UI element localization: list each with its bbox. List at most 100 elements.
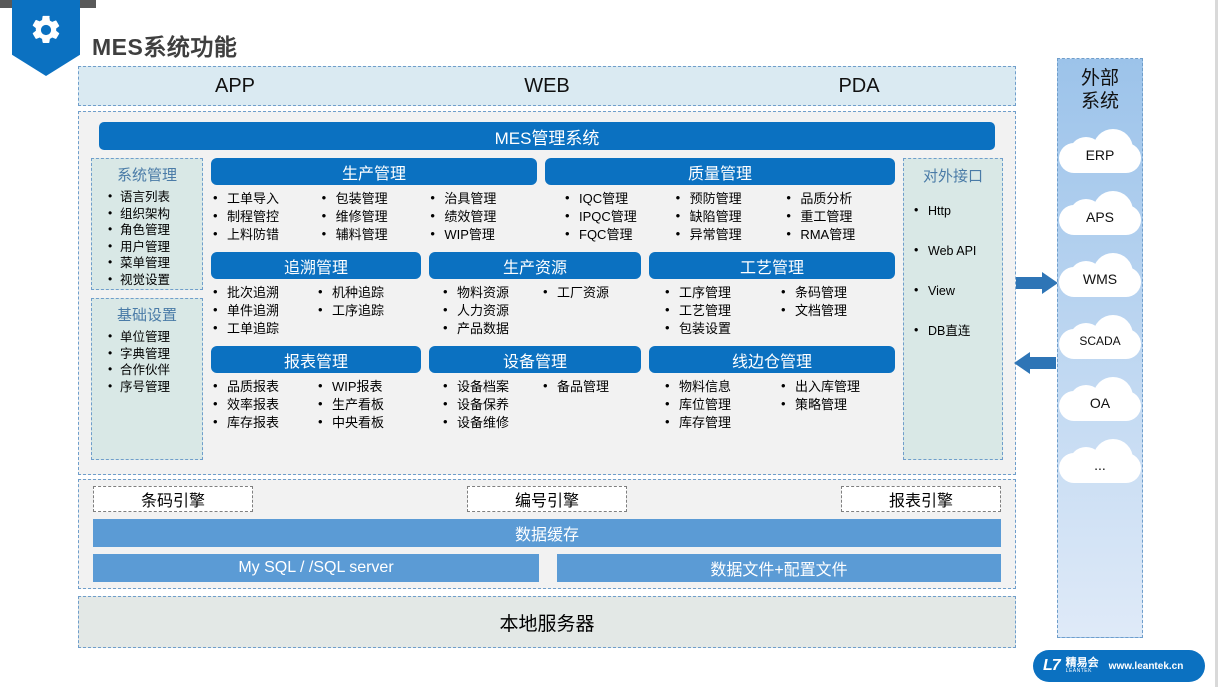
list-item: 序号管理 — [108, 378, 200, 396]
engine-database-panel: 条码引擎 编号引擎 报表引擎 数据缓存 My SQL / /SQL server… — [78, 479, 1016, 589]
module-column: 品质报表 效率报表 库存报表 — [211, 377, 316, 432]
module-column: 物料资源 人力资源 产品数据 — [429, 283, 541, 338]
list-item: 物料信息 — [663, 377, 779, 396]
list-item: View — [914, 283, 1000, 299]
module-column: WIP报表 生产看板 中央看板 — [316, 377, 421, 432]
cloud-scada: SCADA — [1059, 313, 1141, 361]
module-column: 备品管理 — [541, 377, 641, 432]
module-title: 追溯管理 — [211, 252, 421, 279]
data-cache-bar: 数据缓存 — [93, 519, 1001, 547]
module-quality-management: 质量管理 IQC管理 IPQC管理 FQC管理 预防管理 缺陷管理 异常管理 — [545, 158, 895, 244]
list-item: 字典管理 — [108, 345, 200, 363]
module-column: 工厂资源 — [541, 283, 641, 338]
engine-report: 报表引擎 — [841, 486, 1001, 512]
module-title: 报表管理 — [211, 346, 421, 373]
cloud-more: ... — [1059, 437, 1141, 485]
list-item: 中央看板 — [316, 413, 421, 432]
cloud-erp: ERP — [1059, 127, 1141, 175]
list-item: 绩效管理 — [428, 207, 537, 226]
logo-brand-cn: 精易会 — [1065, 657, 1099, 669]
module-grid: 生产管理 工单导入 制程管控 上料防错 包装管理 维修管理 辅料管理 — [211, 158, 895, 460]
list-item: 异常管理 — [674, 225, 785, 244]
module-title: 工艺管理 — [649, 252, 895, 279]
cloud-wms: WMS — [1059, 251, 1141, 299]
external-interface-column: 对外接口 Http Web API View DB直连 — [903, 158, 1003, 460]
local-server-bar: 本地服务器 — [78, 596, 1016, 648]
module-row-1: 生产管理 工单导入 制程管控 上料防错 包装管理 维修管理 辅料管理 — [211, 158, 895, 244]
cloud-oa: OA — [1059, 375, 1141, 423]
cloud-label: APS — [1085, 209, 1114, 225]
arrow-left-from-external-icon — [1014, 352, 1056, 374]
list-item: 条码管理 — [779, 283, 895, 302]
list-item: 包装管理 — [320, 189, 429, 208]
channel-pda: PDA — [838, 74, 880, 97]
list-item: 机种追踪 — [316, 283, 421, 302]
module-process-management: 工艺管理 工序管理 工艺管理 包装设置 条码管理 文档管理 — [649, 252, 895, 338]
engine-numbering: 编号引擎 — [467, 486, 627, 512]
list-item: 菜单管理 — [108, 254, 200, 272]
list-item: 辅料管理 — [320, 225, 429, 244]
module-column: 出入库管理 策略管理 — [779, 377, 895, 432]
mes-main-panel: MES管理系统 系统管理 语言列表 组织架构 角色管理 用户管理 菜单管理 视觉… — [78, 111, 1016, 475]
list-item: 预防管理 — [674, 189, 785, 208]
list-item: 工艺管理 — [663, 301, 779, 320]
panel-external-interface: 对外接口 Http Web API View DB直连 — [903, 158, 1003, 460]
list-item: 出入库管理 — [779, 377, 895, 396]
list-item: IQC管理 — [563, 189, 674, 208]
header-banner-shield — [12, 0, 80, 76]
module-line-side-warehouse: 线边仓管理 物料信息 库位管理 库存管理 出入库管理 策略管理 — [649, 346, 895, 432]
list-item: 组织架构 — [108, 205, 200, 223]
module-row-2: 追溯管理 批次追溯 单件追溯 工单追踪 机种追踪 工序追踪 — [211, 252, 895, 338]
list-item: DB直连 — [914, 323, 1000, 339]
cloud-aps: APS — [1059, 189, 1141, 237]
list-item: 单件追溯 — [211, 301, 316, 320]
list-item: Web API — [914, 243, 1000, 259]
module-column: 包装管理 维修管理 辅料管理 — [320, 189, 429, 244]
module-traceability-management: 追溯管理 批次追溯 单件追溯 工单追踪 机种追踪 工序追踪 — [211, 252, 421, 338]
panel-item-list: 语言列表 组织架构 角色管理 用户管理 菜单管理 视觉设置 — [94, 188, 200, 288]
list-item: 上料防错 — [211, 225, 320, 244]
module-column: 工单导入 制程管控 上料防错 — [211, 189, 320, 244]
external-systems-title: 外部 系统 — [1058, 67, 1142, 113]
panel-basic-settings: 基础设置 单位管理 字典管理 合作伙伴 序号管理 — [91, 298, 203, 460]
module-column: 设备档案 设备保养 设备维修 — [429, 377, 541, 432]
cloud-label: WMS — [1082, 271, 1118, 287]
list-item: WIP报表 — [316, 377, 421, 396]
arrow-right-to-external-icon — [1016, 272, 1058, 294]
panel-title: 系统管理 — [116, 167, 177, 184]
module-column: 工序管理 工艺管理 包装设置 — [649, 283, 779, 338]
list-item: 治具管理 — [428, 189, 537, 208]
left-panel-column: 系统管理 语言列表 组织架构 角色管理 用户管理 菜单管理 视觉设置 基础设置 … — [91, 158, 203, 460]
list-item: 重工管理 — [784, 207, 895, 226]
right-edge-divider — [1215, 0, 1218, 687]
module-column: 批次追溯 单件追溯 工单追踪 — [211, 283, 316, 338]
external-title-line-1: 外部 — [1080, 68, 1119, 89]
module-column: 品质分析 重工管理 RMA管理 — [784, 189, 895, 244]
panel-title: 基础设置 — [116, 307, 177, 324]
module-column: 机种追踪 工序追踪 — [316, 283, 421, 338]
cloud-label: OA — [1089, 395, 1111, 411]
gear-icon — [32, 15, 60, 44]
logo-brand-en: LEANTEK — [1065, 668, 1092, 674]
module-column: 物料信息 库位管理 库存管理 — [649, 377, 779, 432]
panel-title: 对外接口 — [922, 168, 983, 185]
list-item: WIP管理 — [428, 225, 537, 244]
module-column: 条码管理 文档管理 — [779, 283, 895, 338]
page-title: MES系统功能 — [92, 34, 238, 60]
footer-logo[interactable]: L7 精易会 LEANTEK www.leantek.cn — [1033, 650, 1205, 682]
list-item: 工序追踪 — [316, 301, 421, 320]
list-item: 工厂资源 — [541, 283, 641, 302]
module-title: 线边仓管理 — [649, 346, 895, 373]
mes-system-bar: MES管理系统 — [99, 122, 995, 150]
module-title: 生产管理 — [211, 158, 537, 185]
logo-url: www.leantek.cn — [1108, 660, 1184, 672]
module-column: 治具管理 绩效管理 WIP管理 — [428, 189, 537, 244]
list-item: 批次追溯 — [211, 283, 316, 302]
panel-item-list: 单位管理 字典管理 合作伙伴 序号管理 — [94, 328, 200, 396]
list-item: 人力资源 — [441, 301, 541, 320]
list-item: Http — [914, 203, 1000, 219]
list-item: 库存管理 — [663, 413, 779, 432]
module-title: 设备管理 — [429, 346, 641, 373]
panel-system-management: 系统管理 语言列表 组织架构 角色管理 用户管理 菜单管理 视觉设置 — [91, 158, 203, 290]
external-systems-column: 外部 系统 ERP APS WMS SCADA OA ... — [1057, 58, 1143, 638]
